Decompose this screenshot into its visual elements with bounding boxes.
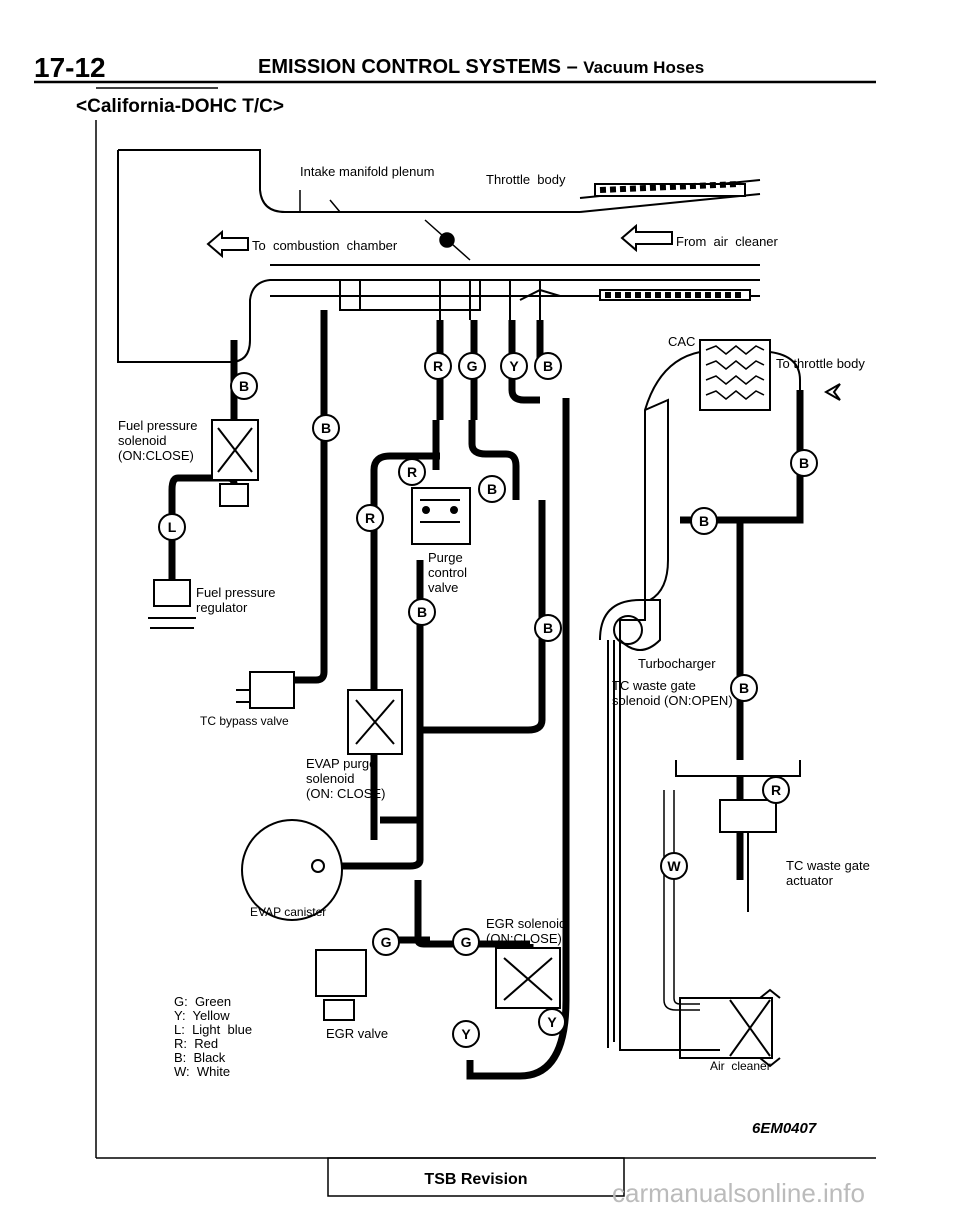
page-number: 17-12 [34, 52, 106, 83]
tag-g: G [467, 358, 478, 374]
title-main: EMISSION CONTROL SYSTEMS [258, 56, 561, 78]
label-cac: CAC [668, 334, 696, 349]
evap-canister [241, 819, 343, 921]
svg-text:B: B [417, 604, 427, 620]
svg-text:B: B [321, 420, 331, 436]
throttle-valve-icon [424, 219, 471, 261]
label-tc-waste-gate-actuator: TC waste gate actuator [786, 858, 870, 888]
label-tc-bypass-valve: TC bypass valve [200, 714, 289, 728]
label-tc-waste-gate-solenoid: TC waste gate solenoid (ON:OPEN) [612, 678, 733, 708]
legend-item: L: Light blue [174, 1022, 253, 1037]
svg-text:R: R [407, 464, 417, 480]
tsb-revision: TSB Revision [424, 1171, 528, 1188]
label-egr-solenoid: EGR solenoid (ON:CLOSE) [486, 916, 567, 946]
svg-text:B: B [487, 481, 497, 497]
svg-text:G: G [381, 934, 392, 950]
svg-text:R: R [365, 510, 375, 526]
label-fuel-pressure-solenoid: Fuel pressure solenoid (ON:CLOSE) [118, 418, 198, 463]
tag-b: B [239, 378, 249, 394]
tc-waste-gate-actuator [719, 799, 777, 912]
egr-valve [315, 949, 367, 1021]
svg-text:Y: Y [547, 1014, 557, 1030]
label-evap-canister: EVAP canister [250, 905, 327, 919]
label-to-throttle-body: To throttle body [776, 356, 865, 371]
tag-w: W [667, 858, 681, 874]
label-throttle-body: Throttle body [486, 172, 566, 187]
legend-item: W: White [174, 1064, 231, 1079]
title-sub: Vacuum Hoses [583, 58, 705, 77]
label-purge-control-valve: Purge control valve [428, 550, 468, 595]
arrow-icon [206, 223, 841, 401]
figure-code: 6EM0407 [752, 1120, 817, 1137]
label-evap-purge-solenoid: EVAP purge solenoid (ON: CLOSE) [306, 756, 386, 801]
svg-text:G: G [461, 934, 472, 950]
evap-purge-solenoid [347, 689, 403, 755]
watermark: carmanualsonline.info [612, 1178, 865, 1208]
svg-text:R: R [771, 782, 781, 798]
label-from-air-cleaner: From air cleaner [676, 234, 778, 249]
tag-r: R [433, 358, 443, 374]
legend-item: R: Red [174, 1036, 219, 1051]
label-intake-manifold: Intake manifold plenum [300, 164, 435, 179]
tsb-box [327, 1157, 625, 1197]
tc-bypass-valve [236, 671, 295, 709]
label-turbocharger: Turbocharger [638, 656, 716, 671]
tag-y: Y [509, 358, 519, 374]
legend-item: B: Black [174, 1050, 226, 1065]
svg-text:B: B [739, 680, 749, 696]
title-dash: – [566, 56, 578, 78]
fuel-pressure-regulator [148, 579, 196, 629]
hose-tags: B B L R G Y B R B R B B B B B R W G G Y … [158, 352, 818, 1048]
diagram-subtitle: <California-DOHC T/C> [76, 96, 284, 117]
label-fuel-pressure-regulator: Fuel pressure regulator [196, 585, 276, 615]
legend-item: Y: Yellow [174, 1008, 230, 1023]
legend-item: G: Green [174, 994, 232, 1009]
label-to-combustion: To combustion chamber [252, 238, 398, 253]
svg-text:Y: Y [461, 1026, 471, 1042]
air-cleaner-housing [679, 988, 781, 1068]
tag-l: L [168, 519, 177, 535]
color-legend: G: Green Y: Yellow L: Light blue R: Red … [174, 995, 252, 1079]
svg-text:B: B [799, 455, 809, 471]
egr-solenoid [495, 947, 561, 1009]
label-air-cleaner: Air cleaner [710, 1059, 771, 1073]
svg-text:B: B [543, 620, 553, 636]
svg-text:B: B [543, 358, 553, 374]
page-title: EMISSION CONTROL SYSTEMS – Vacuum Hoses [258, 56, 704, 79]
label-egr-valve: EGR valve [326, 1026, 389, 1041]
tc-waste-gate-solenoid [675, 760, 801, 777]
svg-text:B: B [699, 513, 709, 529]
turbocharger [599, 599, 661, 1048]
white-hose [663, 790, 700, 1011]
purge-control-valve [411, 487, 471, 545]
fuel-pressure-solenoid [211, 419, 259, 507]
